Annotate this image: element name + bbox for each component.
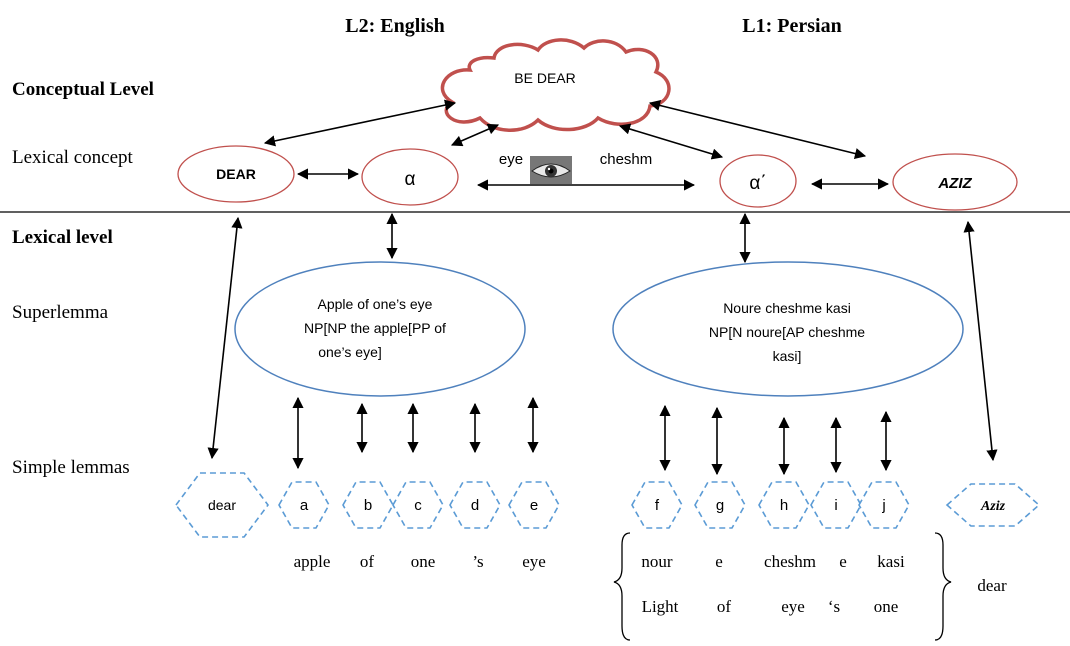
lemma-hexagon xyxy=(694,481,746,529)
superlemma-persian-line-2: NP[N noure[AP cheshme xyxy=(709,324,865,340)
concept-alpha: α xyxy=(361,148,459,206)
header-l1: L1: Persian xyxy=(742,15,841,37)
lemma-hexagon xyxy=(175,472,269,538)
lemma-label: f xyxy=(655,497,660,514)
lemma-e: e xyxy=(508,481,560,529)
persian-gloss-0: Light xyxy=(642,597,679,616)
lemma-hexagon xyxy=(278,481,330,529)
lemma-hexagon xyxy=(508,481,560,529)
label-lexical-concept: Lexical concept xyxy=(12,147,134,168)
persian-gloss-2: eye xyxy=(781,597,805,616)
lemma-c: c xyxy=(392,481,444,529)
lemma-hexagon xyxy=(449,481,501,529)
lemma-hexagon xyxy=(858,481,910,529)
arrow-dear-to-lemma-dear xyxy=(207,216,243,460)
lemma-hexagon xyxy=(631,481,683,529)
persian-word-4: kasi xyxy=(877,552,905,571)
english-word-1: of xyxy=(360,552,375,571)
lemma-label: Aziz xyxy=(980,499,1006,514)
concept-dear: DEAR xyxy=(177,145,295,203)
persian-word-1: e xyxy=(715,552,723,571)
lemma-b: b xyxy=(342,481,394,529)
persian-word-0: nour xyxy=(641,552,673,571)
lemma-d: d xyxy=(449,481,501,529)
lemma-hexagon xyxy=(392,481,444,529)
lemma-dear: dear xyxy=(175,472,269,538)
cloud-label: BE DEAR xyxy=(514,70,575,86)
persian-gloss-3: ‘s xyxy=(828,597,840,616)
arrow-aziz-to-lemma-aziz xyxy=(963,220,998,462)
persian-word-2: cheshm xyxy=(764,552,816,571)
persian-gloss-1: of xyxy=(717,597,732,616)
lemma-label: g xyxy=(716,497,724,514)
superlemma-english: Apple of one’s eye NP[NP the apple[PP of… xyxy=(234,261,526,397)
concept-alpha-label: α xyxy=(405,169,416,190)
label-lexical-level: Lexical level xyxy=(12,227,113,248)
label-conceptual-level: Conceptual Level xyxy=(12,79,154,100)
arrow-cloud-to-aziz xyxy=(648,99,867,160)
english-word-3: ’s xyxy=(472,552,483,571)
concept-aziz-label: AZIZ xyxy=(937,175,972,192)
lemma-g: g xyxy=(694,481,746,529)
label-simple-lemmas: Simple lemmas xyxy=(12,457,130,478)
lemma-h: h xyxy=(758,481,810,529)
lemma-label: d xyxy=(471,497,479,514)
lemma-label: dear xyxy=(208,497,236,513)
lemma-hexagon xyxy=(945,483,1041,527)
concept-alpha-prime: α΄ xyxy=(719,154,797,208)
lemma-label: e xyxy=(530,497,538,514)
arrow-cloud-to-alpha xyxy=(450,123,500,147)
left-brace xyxy=(613,532,631,641)
lemma-j: j xyxy=(858,481,910,529)
concept-alpha-prime-label: α΄ xyxy=(749,173,766,194)
superlemma-persian: Noure cheshme kasi NP[N noure[AP cheshme… xyxy=(612,261,964,397)
lemma-a: a xyxy=(278,481,330,529)
concept-aziz: AZIZ xyxy=(892,153,1018,211)
superlemma-english-line-1: Apple of one’s eye xyxy=(318,296,433,312)
lemma-label: i xyxy=(834,497,837,514)
english-word-2: one xyxy=(411,552,436,571)
label-superlemma: Superlemma xyxy=(12,302,109,323)
cloud-be-dear: BE DEAR xyxy=(440,38,671,132)
eye-icon xyxy=(530,156,572,184)
lemma-label: j xyxy=(881,497,885,514)
superlemma-english-line-3: one’s eye] xyxy=(318,344,382,360)
lemma-label: c xyxy=(414,497,422,514)
lemma-hexagon xyxy=(810,481,862,529)
lemma-label: h xyxy=(780,497,788,514)
arrows xyxy=(207,99,998,476)
persian-gloss-4: one xyxy=(874,597,899,616)
superlemma-persian-line-3: kasi] xyxy=(773,348,802,364)
english-word-0: apple xyxy=(294,552,331,571)
lemma-hexagon xyxy=(342,481,394,529)
lemma-i: i xyxy=(810,481,862,529)
simple-lemmas: dear a b c d e f g h i j Aziz xyxy=(175,472,1041,538)
eye-link-right-label: cheshm xyxy=(600,151,653,168)
superlemma-english-line-2: NP[NP the apple[PP of xyxy=(304,320,446,336)
header-l2: L2: English xyxy=(345,15,444,37)
superlemma-persian-line-1: Noure cheshme kasi xyxy=(723,300,851,316)
right-brace xyxy=(934,532,952,641)
lemma-label: b xyxy=(364,497,372,514)
lemma-hexagon xyxy=(758,481,810,529)
persian-word-3: e xyxy=(839,552,847,571)
concept-dear-label: DEAR xyxy=(216,166,256,182)
gloss-right-dear: dear xyxy=(977,576,1007,595)
eye-link-left-label: eye xyxy=(499,151,523,168)
lemma-label: a xyxy=(300,497,309,514)
arrow-cloud-to-dear xyxy=(263,99,457,147)
lemma-f: f xyxy=(631,481,683,529)
english-word-4: eye xyxy=(522,552,546,571)
lemma-aziz: Aziz xyxy=(945,483,1041,527)
